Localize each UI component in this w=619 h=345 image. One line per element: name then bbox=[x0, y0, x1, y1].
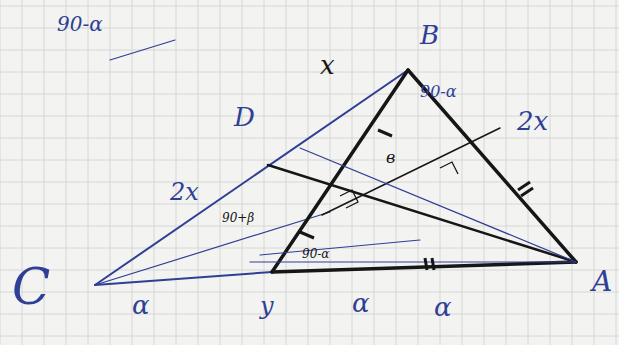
grid-line bbox=[418, 0, 419, 345]
grid-line bbox=[550, 0, 551, 345]
angle-label: x bbox=[318, 52, 337, 78]
grid-line bbox=[528, 0, 529, 345]
grid-line bbox=[0, 182, 619, 183]
grid-line bbox=[0, 94, 619, 95]
grid-line bbox=[396, 0, 397, 345]
grid-line bbox=[88, 0, 89, 345]
right-angle-mark bbox=[440, 162, 458, 174]
grid-line bbox=[308, 0, 309, 345]
angle-label: D bbox=[232, 104, 257, 130]
segment bbox=[95, 272, 272, 285]
grid-line bbox=[220, 0, 221, 345]
grid-line bbox=[616, 0, 617, 345]
segment bbox=[300, 148, 576, 262]
tick-mark bbox=[378, 130, 392, 136]
grid-line bbox=[0, 160, 619, 161]
grid-line bbox=[176, 0, 177, 345]
grid-line bbox=[198, 0, 199, 345]
grid-line bbox=[484, 0, 485, 345]
grid-line bbox=[110, 0, 111, 345]
angle-label: C bbox=[10, 262, 52, 312]
grid-line bbox=[0, 336, 619, 337]
angle-label: 90-α bbox=[55, 14, 105, 34]
angle-label: α bbox=[350, 290, 372, 316]
angle-label: B bbox=[418, 22, 441, 48]
angle-label: 90-α bbox=[418, 84, 459, 100]
angle-label: в bbox=[384, 150, 397, 166]
segment bbox=[250, 261, 576, 262]
segment bbox=[408, 70, 576, 262]
segment bbox=[272, 262, 576, 272]
grid-line bbox=[0, 292, 619, 293]
angle-label: 2x bbox=[515, 108, 550, 134]
segment bbox=[95, 212, 330, 285]
segment bbox=[110, 40, 175, 60]
grid-line bbox=[0, 50, 619, 51]
segment bbox=[322, 128, 500, 215]
segment bbox=[95, 70, 408, 285]
tick-mark bbox=[432, 258, 434, 270]
angle-label: α bbox=[130, 292, 152, 318]
tick-mark bbox=[300, 232, 314, 238]
grid-line bbox=[286, 0, 287, 345]
angle-label: 90-α bbox=[300, 248, 331, 260]
tick-mark bbox=[425, 258, 427, 270]
segment bbox=[268, 165, 576, 262]
grid-line bbox=[0, 314, 619, 315]
grid-line bbox=[462, 0, 463, 345]
grid-line bbox=[0, 226, 619, 227]
grid-line bbox=[154, 0, 155, 345]
angle-label: 90+β bbox=[220, 212, 256, 224]
tick-mark bbox=[521, 188, 533, 196]
segment bbox=[260, 240, 420, 255]
angle-label: A bbox=[590, 268, 614, 296]
grid-line bbox=[0, 0, 1, 345]
grid-line bbox=[0, 6, 619, 7]
angle-label: y bbox=[258, 294, 276, 318]
right-angle-mark bbox=[340, 190, 358, 208]
segment bbox=[272, 70, 408, 272]
grid-line bbox=[66, 0, 67, 345]
grid-line bbox=[572, 0, 573, 345]
tick-mark bbox=[518, 182, 530, 190]
grid-line bbox=[0, 72, 619, 73]
angle-label: α bbox=[432, 294, 454, 320]
grid-line bbox=[242, 0, 243, 345]
grid-line bbox=[506, 0, 507, 345]
grid-line bbox=[374, 0, 375, 345]
angle-label: 2x bbox=[168, 180, 201, 204]
